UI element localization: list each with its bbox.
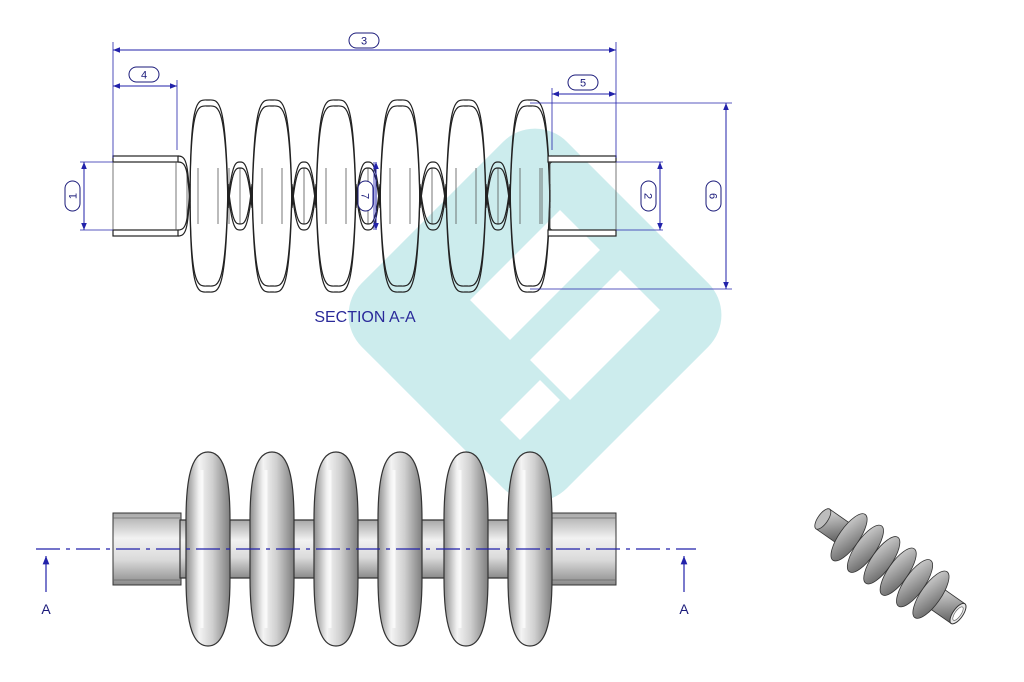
svg-text:3: 3 [361, 36, 367, 48]
svg-text:5: 5 [580, 78, 586, 90]
cut-label-right: A [679, 601, 689, 617]
svg-text:2: 2 [642, 193, 654, 199]
watermark-logo [348, 128, 722, 502]
section-lower-outline [177, 189, 553, 293]
section-right-tube [547, 155, 617, 237]
section-rib-lines [186, 168, 543, 224]
section-lower-inner-outline [177, 183, 553, 287]
cutting-plane: A A [36, 548, 696, 617]
dimension-label-5: 5 [567, 74, 599, 91]
dimension-label-6: 6 [705, 180, 722, 212]
svg-text:7: 7 [359, 193, 371, 199]
dimension-annotations: 3 4 5 1 2 6 7 [64, 32, 732, 290]
section-upper-inner-outline [177, 105, 553, 209]
section-view: SECTION A-A [112, 99, 617, 326]
cut-label-left: A [41, 601, 51, 617]
dimension-label-2: 2 [640, 180, 657, 212]
dimension-label-7: 7 [357, 180, 374, 212]
isometric-view [814, 508, 967, 625]
svg-text:1: 1 [68, 193, 80, 199]
svg-text:4: 4 [141, 70, 147, 82]
dimension-label-4: 4 [128, 66, 160, 83]
dimension-label-1: 1 [64, 180, 81, 212]
svg-text:6: 6 [707, 193, 719, 199]
section-title: SECTION A-A [314, 309, 416, 326]
dimension-label-3: 3 [348, 32, 380, 49]
section-upper-outline [177, 99, 553, 203]
section-left-tube [112, 155, 179, 237]
